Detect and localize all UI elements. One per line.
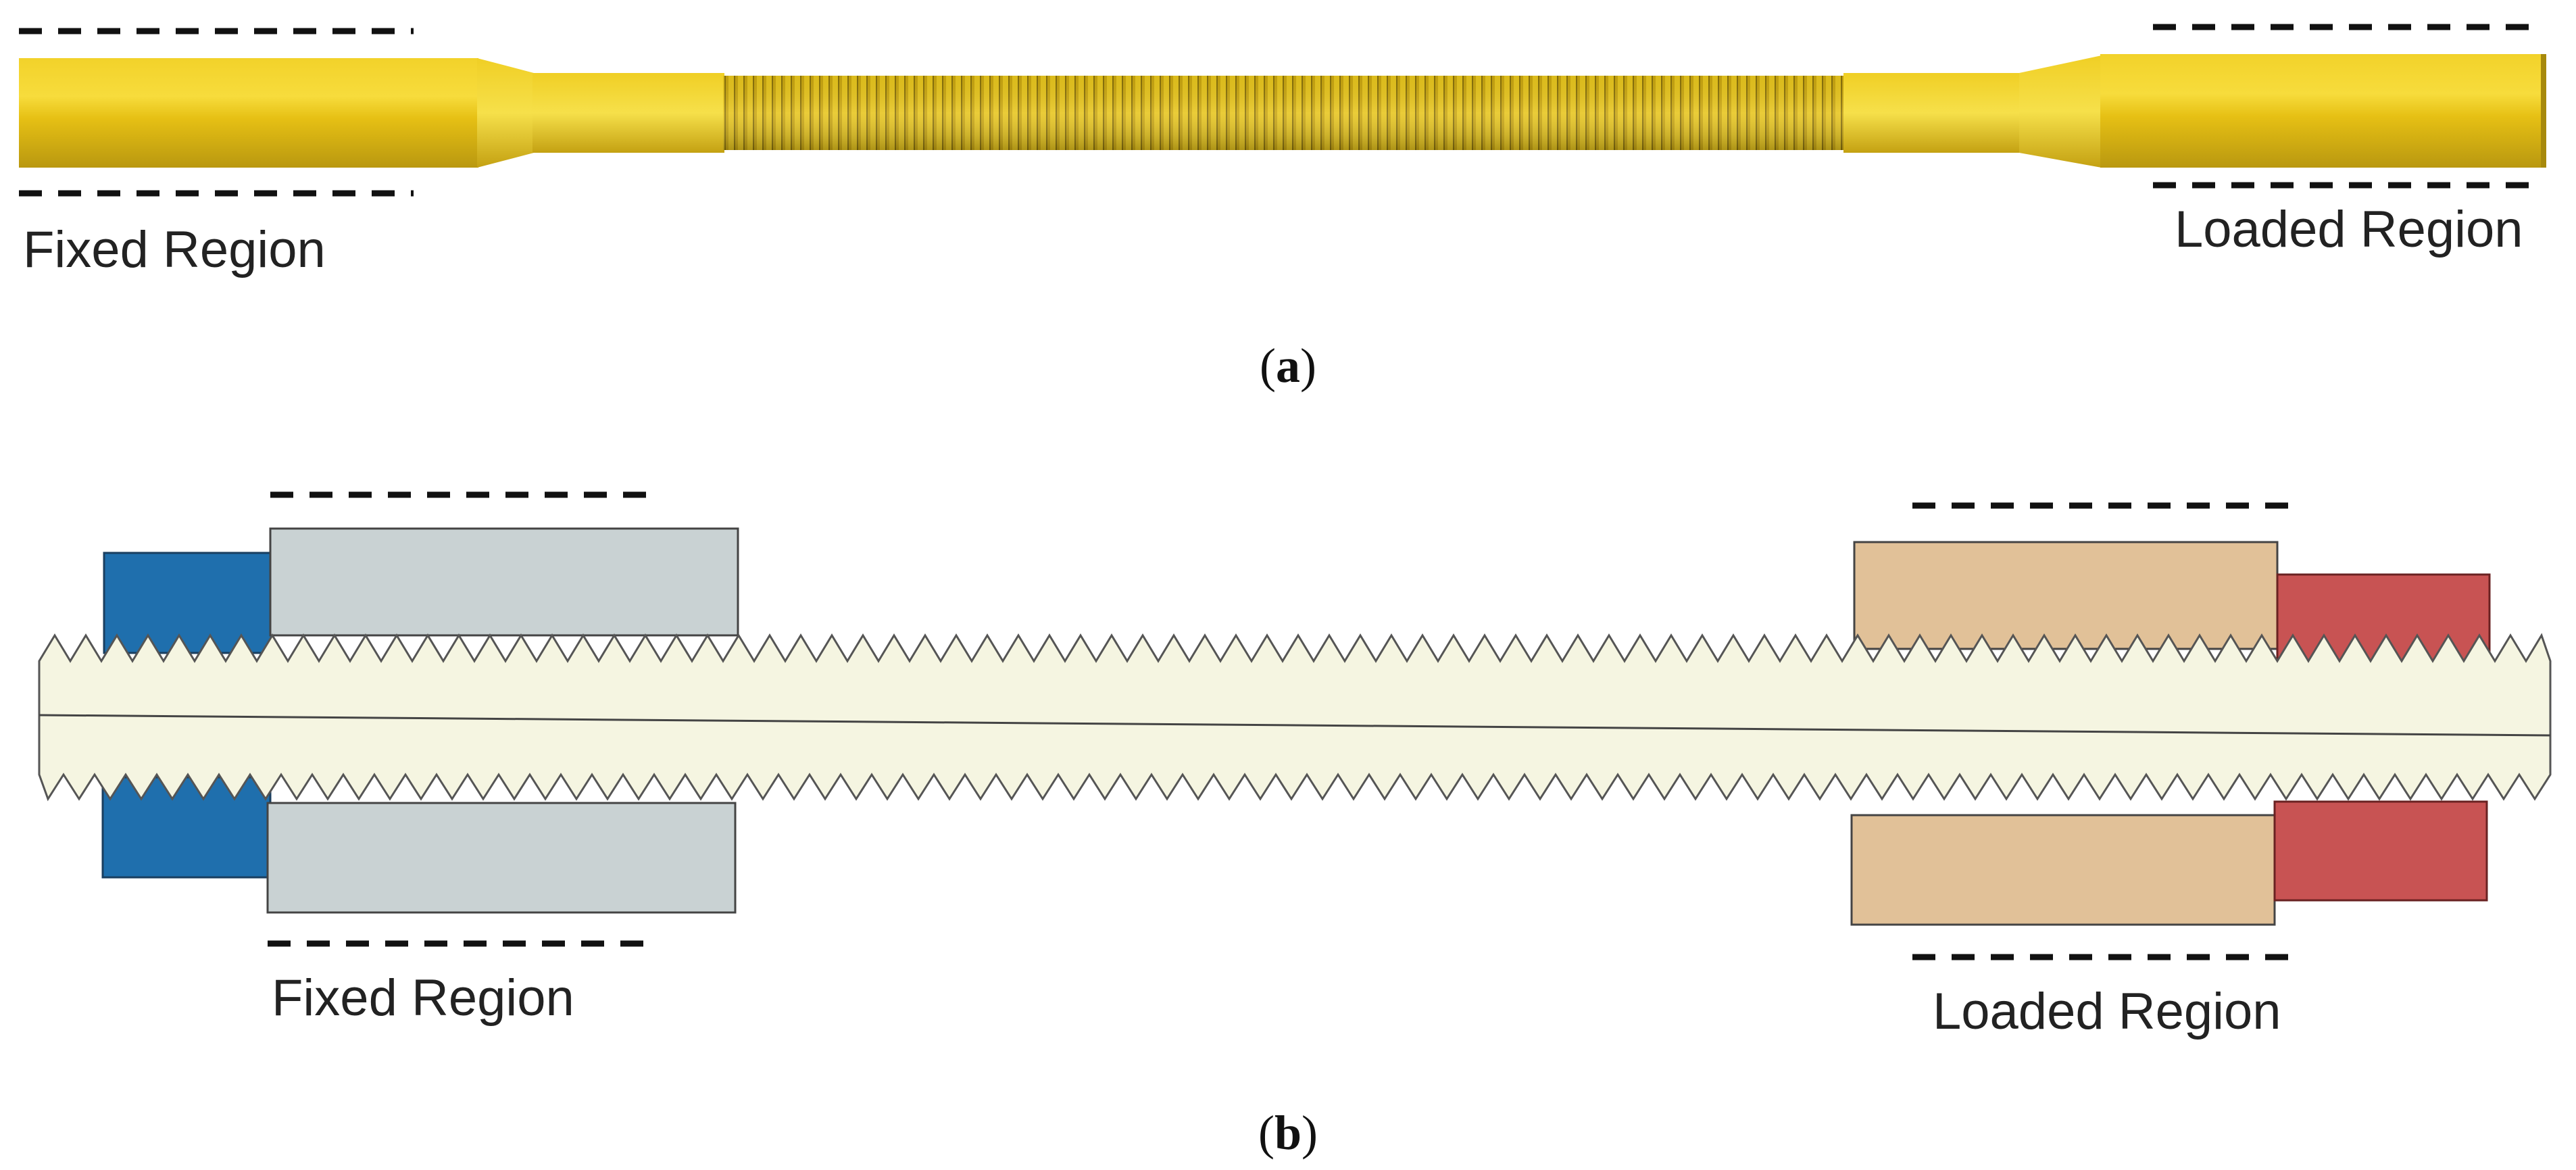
threaded-shaft-body bbox=[38, 633, 2552, 802]
loaded-nut-lower bbox=[2273, 800, 2488, 902]
panel-a-specimen: Fixed Region Loaded Region (a) bbox=[19, 24, 2546, 393]
loaded-region-label-a: Loaded Region bbox=[2175, 201, 2523, 258]
shaft-centerline bbox=[39, 714, 2551, 737]
loaded-grip-upper bbox=[1853, 541, 2279, 650]
specimen-right-neck bbox=[1843, 73, 2021, 153]
fixed-nut-upper bbox=[103, 552, 273, 654]
panel-b-assembly: Fixed Region Loaded Region (b) bbox=[38, 491, 2552, 1160]
specimen-right-taper bbox=[2019, 55, 2102, 168]
loaded-grip-lower bbox=[1850, 814, 2276, 926]
specimen-left-taper bbox=[477, 58, 534, 168]
caption-b: (b) bbox=[1258, 1106, 1318, 1160]
fixed-grip-upper bbox=[269, 527, 739, 637]
specimen-left-grip bbox=[19, 58, 478, 168]
caption-a: (a) bbox=[1260, 339, 1316, 393]
fixed-region-label-a: Fixed Region bbox=[23, 221, 326, 278]
specimen-left-neck bbox=[532, 73, 724, 153]
threaded-shaft bbox=[38, 633, 2552, 802]
specimen-right-grip bbox=[2100, 54, 2545, 168]
loaded-region-label-b: Loaded Region bbox=[1933, 983, 2281, 1040]
fixed-grip-lower bbox=[266, 802, 737, 914]
fixed-nut-lower bbox=[101, 776, 272, 879]
fixed-region-label-b: Fixed Region bbox=[272, 969, 574, 1027]
